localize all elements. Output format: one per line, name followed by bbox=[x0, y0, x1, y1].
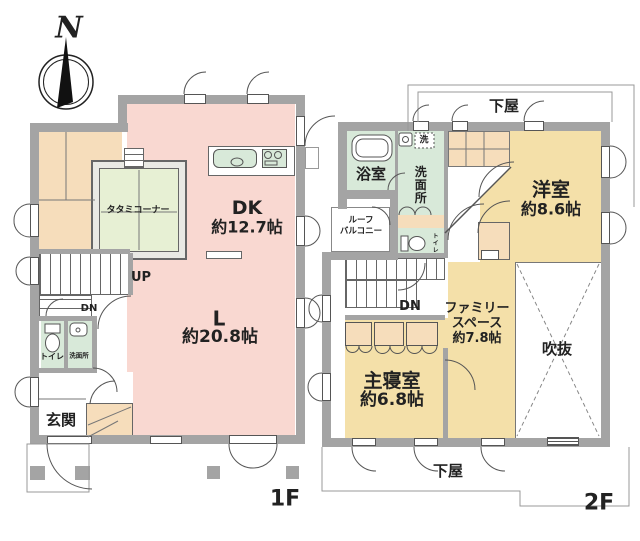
wall-1f-wc-bottom bbox=[39, 368, 95, 373]
label-living-size: 約20.8帖 bbox=[182, 327, 258, 348]
window-2f-top-1 bbox=[413, 121, 429, 131]
label-toilet-1f: トイレ bbox=[40, 351, 64, 361]
compass-north-label: N bbox=[55, 10, 83, 46]
wall-1f-right bbox=[296, 95, 305, 444]
wall-2f-bath-south bbox=[338, 190, 398, 199]
closet-1f-left bbox=[39, 132, 95, 256]
label-living: L bbox=[212, 306, 226, 331]
label-toilet-2f: トイレ bbox=[431, 232, 439, 254]
closet-2f-small-door bbox=[481, 250, 499, 260]
louver-window-void bbox=[547, 437, 579, 446]
window-2f-bottom-2 bbox=[414, 438, 438, 446]
label-washroom-1f: 洗面所 bbox=[69, 351, 89, 360]
window-1f-right-2 bbox=[296, 298, 305, 328]
label-geya-top: 下屋 bbox=[488, 97, 520, 116]
closet-2f-wc-strip bbox=[398, 215, 445, 228]
window-1f-left-1 bbox=[30, 204, 39, 237]
label-dk-size: 約12.7帖 bbox=[211, 217, 283, 237]
wall-1f-connector bbox=[118, 95, 127, 132]
label-dk: DK bbox=[231, 197, 263, 220]
wall-2f-toilet-south bbox=[398, 253, 445, 258]
terrace-pillar-1 bbox=[207, 466, 220, 479]
bedroom-closet-1 bbox=[345, 322, 372, 346]
label-bedroom-size: 約6.8帖 bbox=[359, 390, 425, 411]
wall-2f-family-west bbox=[443, 348, 448, 438]
window-2f-top-2 bbox=[452, 121, 468, 131]
label-washroom-2f: 洗面所 bbox=[413, 165, 428, 205]
stairs-1f-upper bbox=[39, 253, 130, 295]
door-1f-right bbox=[296, 116, 305, 146]
label-void: 吹抜 bbox=[541, 340, 573, 359]
wall-2f-balcony-south bbox=[322, 252, 398, 260]
wall-2f-left-lower bbox=[322, 252, 331, 447]
kitchen-pass-counter bbox=[206, 251, 242, 259]
wall-1f-top bbox=[118, 95, 305, 104]
closet-2f-top bbox=[448, 131, 510, 167]
wall-1f-stairs-top bbox=[39, 249, 130, 254]
label-geya-bottom: 下屋 bbox=[432, 462, 464, 481]
wall-1f-wc-divider bbox=[64, 318, 68, 368]
compass-icon bbox=[38, 37, 94, 110]
wall-2f-left-upper bbox=[338, 122, 347, 209]
closet-1f-top bbox=[95, 132, 122, 162]
terrace-pillar-2 bbox=[286, 466, 299, 479]
label-family-1: ファミリー bbox=[444, 301, 510, 317]
wall-1f-stairhall bbox=[128, 253, 133, 295]
label-family-2: スペース bbox=[451, 316, 503, 332]
window-2f-bottom-1 bbox=[352, 438, 376, 446]
label-balcony-2: バルコニー bbox=[339, 226, 383, 237]
french-door-1f bbox=[229, 435, 277, 444]
room-family-space bbox=[448, 262, 515, 438]
room-washroom-1f bbox=[67, 320, 92, 368]
label-bedroom: 主寝室 bbox=[363, 370, 421, 393]
wall-2f-wash-east bbox=[444, 131, 448, 258]
window-2f-right-2 bbox=[601, 212, 610, 244]
label-up: UP bbox=[130, 270, 152, 286]
window-1f-top-2 bbox=[247, 94, 269, 104]
kitchen-stove bbox=[262, 149, 287, 168]
label-floor2: 2F bbox=[583, 490, 615, 516]
label-washer: 洗 bbox=[419, 135, 429, 146]
wall-2f-balcony-east bbox=[390, 190, 398, 259]
wall-1f-topleft bbox=[30, 123, 128, 132]
window-1f-left-2 bbox=[30, 257, 39, 285]
kitchen-sink bbox=[213, 149, 257, 168]
label-bath: 浴室 bbox=[355, 165, 387, 184]
tatami-step bbox=[124, 148, 144, 168]
wall-2f-stairs-south bbox=[345, 315, 445, 320]
room-toilet-2f bbox=[398, 228, 445, 255]
window-2f-top-3 bbox=[524, 121, 544, 131]
wall-2f-top bbox=[338, 122, 610, 131]
label-entrance: 玄関 bbox=[45, 411, 77, 430]
wall-2f-bottom bbox=[322, 438, 610, 447]
label-family-size: 約7.8帖 bbox=[452, 331, 502, 347]
side-step-1f bbox=[305, 147, 319, 169]
window-2f-left-1 bbox=[322, 295, 331, 322]
shoe-closet bbox=[86, 403, 133, 436]
window-1f-right-1 bbox=[296, 216, 305, 246]
wall-2f-bath-wash bbox=[395, 131, 398, 190]
porch-pillar-1 bbox=[30, 466, 45, 480]
window-2f-right-1 bbox=[601, 146, 610, 178]
label-floor1: 1F bbox=[269, 486, 301, 512]
bedroom-closet-2 bbox=[374, 322, 404, 346]
window-1f-left-3 bbox=[30, 377, 39, 407]
label-tatami: タタミコーナー bbox=[106, 205, 170, 216]
wall-2f-right bbox=[601, 122, 610, 447]
label-dn-2f: DN bbox=[399, 299, 421, 315]
window-1f-top-1 bbox=[184, 94, 206, 104]
stairs-2f-upper bbox=[345, 258, 445, 280]
window-1f-bottom bbox=[150, 436, 182, 444]
label-western-room: 洋室 bbox=[531, 179, 571, 202]
window-2f-bottom-3 bbox=[481, 438, 505, 446]
label-western-size: 約8.6帖 bbox=[520, 199, 582, 219]
porch-pillar-2 bbox=[75, 466, 90, 480]
label-dn-1f: DN bbox=[80, 302, 98, 314]
wall-1f-wash-right bbox=[92, 316, 97, 373]
window-2f-left-2 bbox=[322, 373, 331, 401]
bedroom-closet-3 bbox=[406, 322, 438, 346]
entrance-door-opening bbox=[47, 436, 92, 444]
label-balcony-1: ルーフ bbox=[348, 215, 374, 226]
